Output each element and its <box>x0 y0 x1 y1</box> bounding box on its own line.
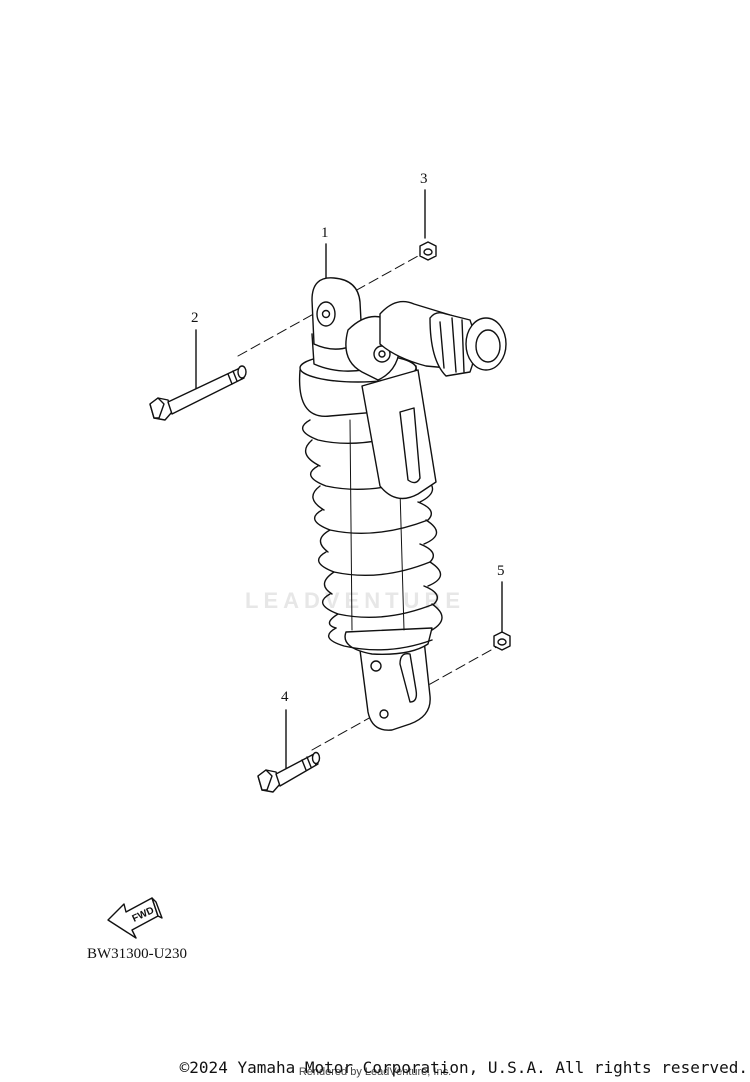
callout-2[interactable]: 2 <box>191 310 199 326</box>
rear-shock-absorber <box>298 277 507 731</box>
lower-bolt <box>257 751 321 793</box>
callout-4[interactable]: 4 <box>281 689 289 705</box>
rendered-by-text: Rendered by LeadVenture, Inc. <box>298 1066 452 1078</box>
callout-3[interactable]: 3 <box>420 171 428 187</box>
upper-nut <box>419 241 437 261</box>
copyright-text: ©2024 Yamaha Motor Corporation, U.S.A. A… <box>179 1058 748 1077</box>
upper-bolt <box>149 365 247 421</box>
callout-5[interactable]: 5 <box>497 563 505 579</box>
assembly-line-upper <box>237 255 419 357</box>
fwd-arrow-icon <box>107 897 163 939</box>
callout-1[interactable]: 1 <box>321 225 329 241</box>
watermark: LEADVENTURE <box>245 588 466 613</box>
lower-nut <box>493 631 511 651</box>
diagram-code: BW31300-U230 <box>87 946 187 962</box>
